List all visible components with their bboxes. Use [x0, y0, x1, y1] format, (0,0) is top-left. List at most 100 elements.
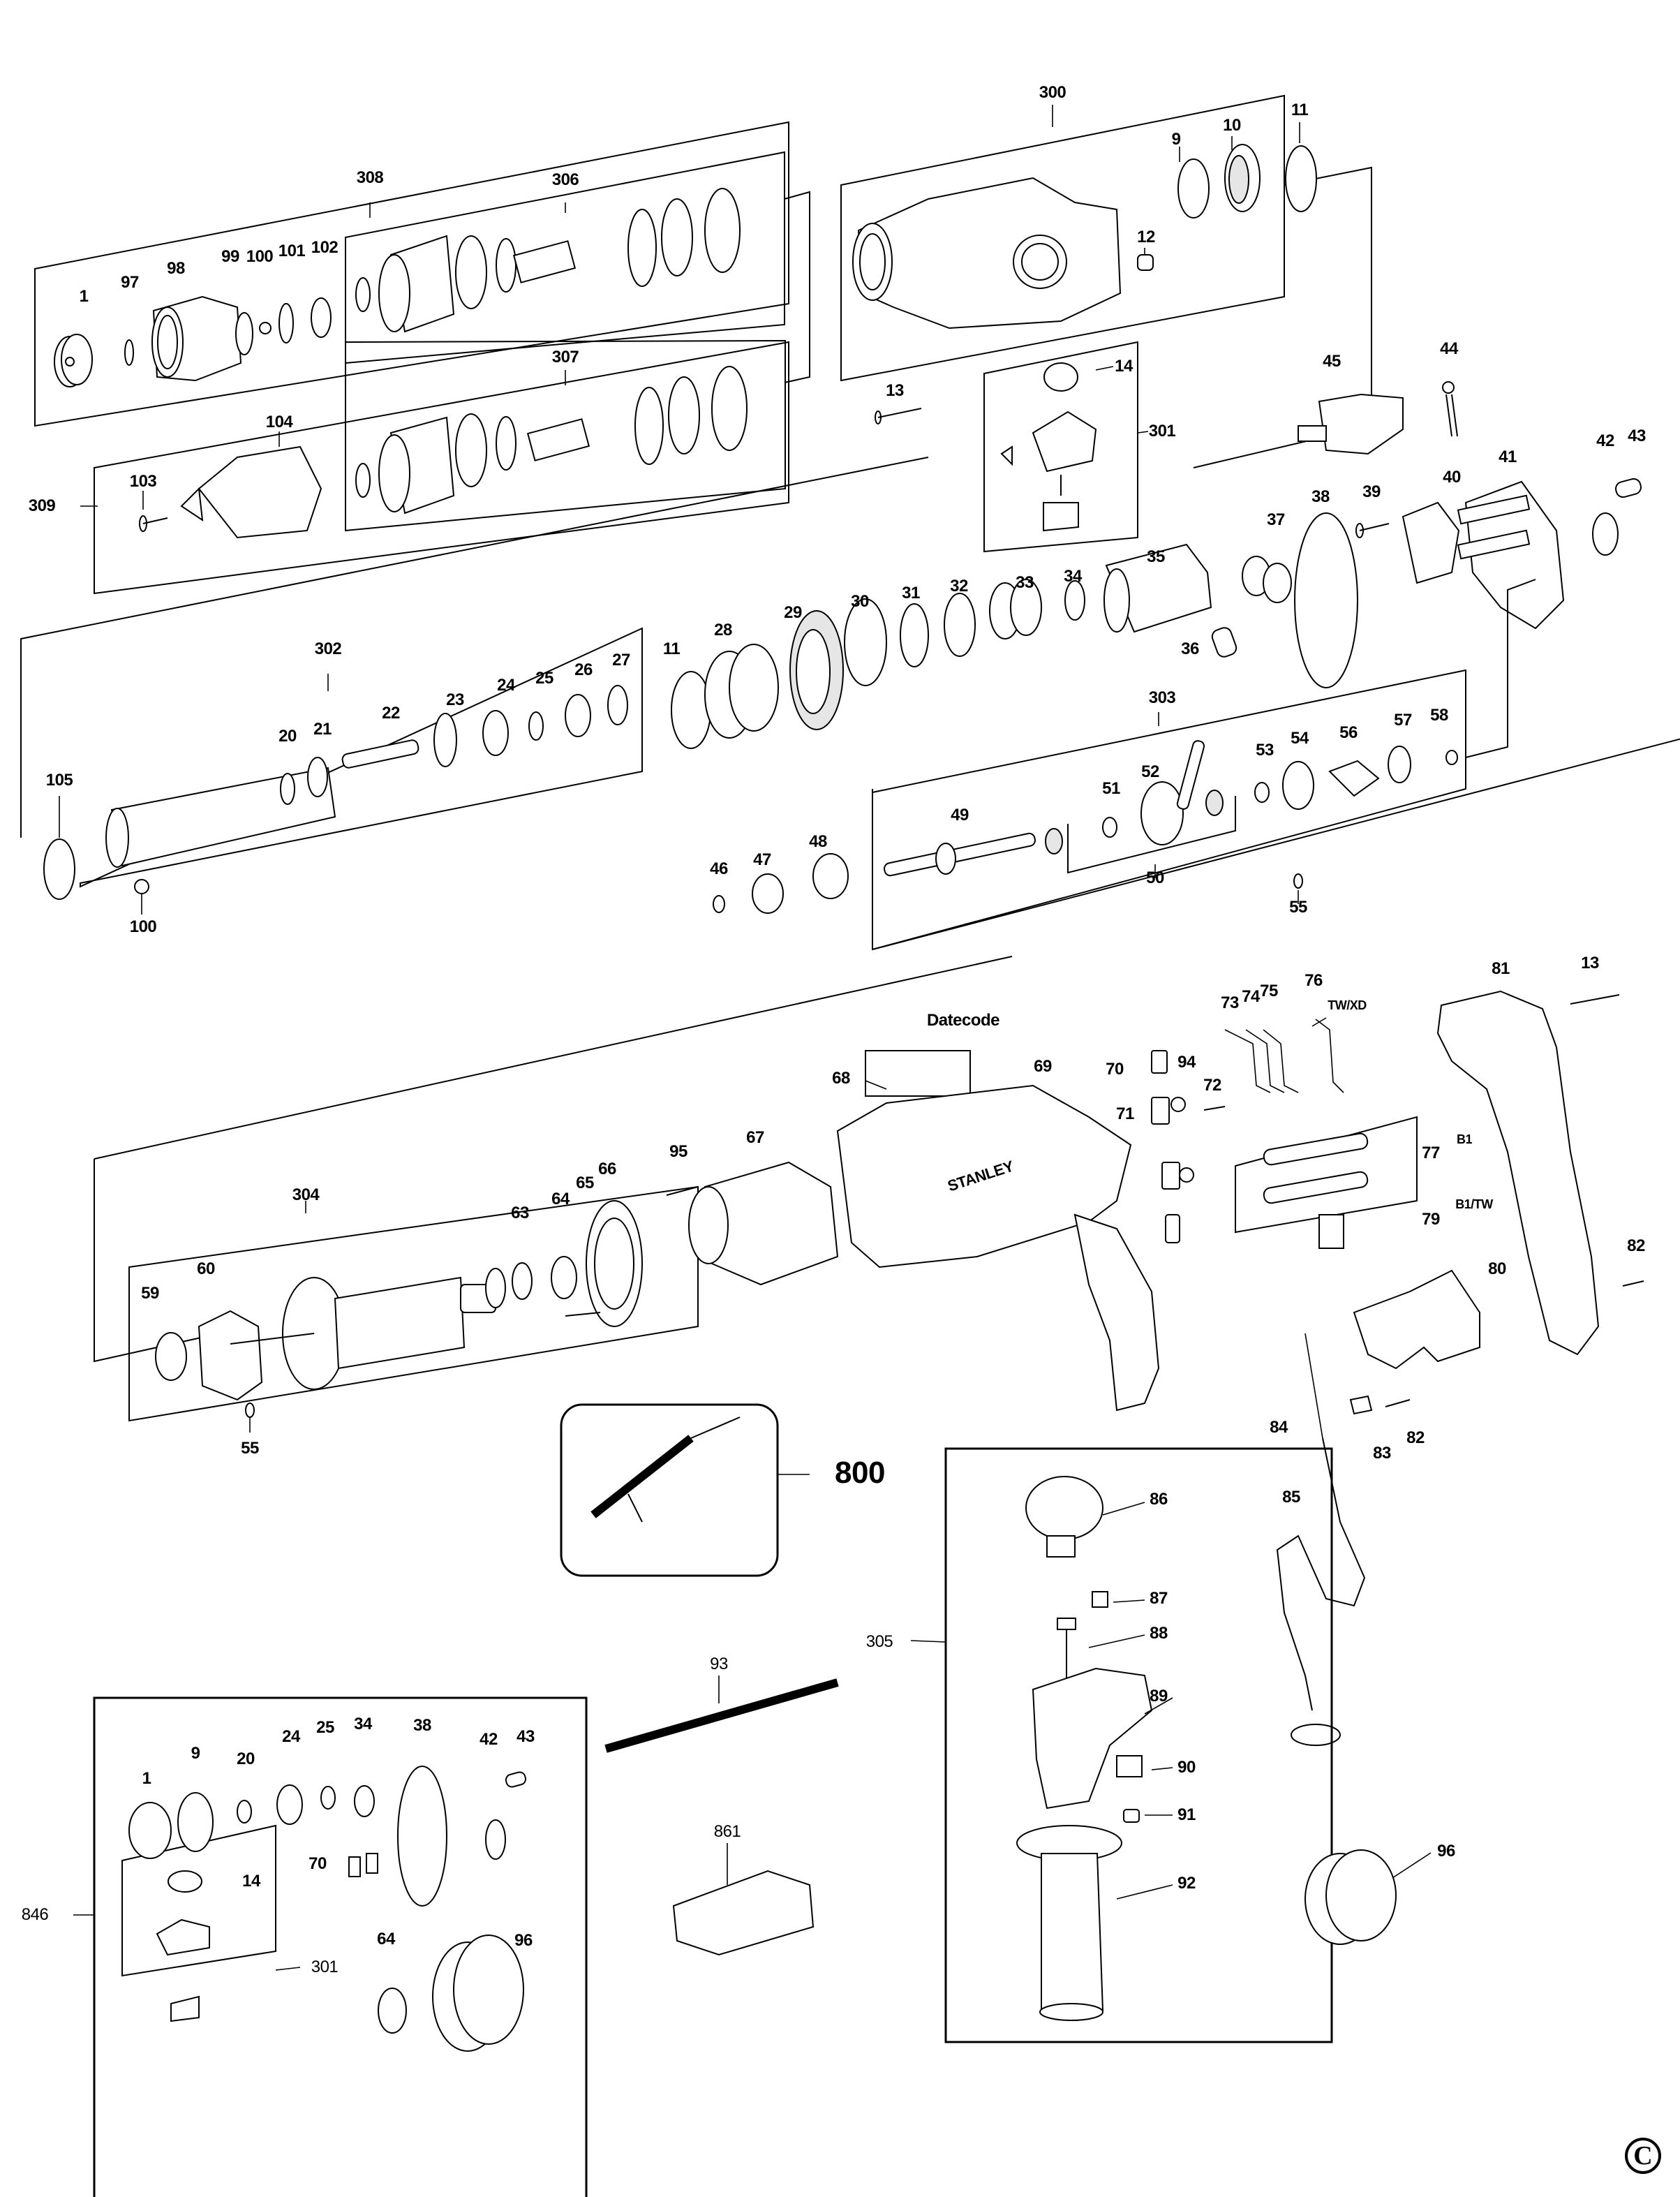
part-52-wobble — [1140, 740, 1205, 845]
part-21-bush — [307, 757, 328, 797]
callout-76: 76 — [1304, 971, 1323, 990]
ring-306a — [355, 277, 371, 312]
part-74-wire — [1245, 1029, 1285, 1093]
callout-75: 75 — [1260, 982, 1278, 1000]
part-54-bearing — [1282, 761, 1314, 810]
part-82a-screw — [1622, 1280, 1644, 1287]
callout-66: 66 — [598, 1160, 616, 1178]
callout-20: 20 — [278, 727, 297, 746]
part-84-cord-wires — [1304, 1333, 1323, 1439]
part-42-ring — [1592, 512, 1619, 556]
callout-104: 104 — [265, 413, 293, 431]
kit-callout-1: 1 — [142, 1769, 151, 1788]
part-57-bearing — [1388, 746, 1411, 783]
callout-52: 52 — [1141, 762, 1159, 781]
callout-89: 89 — [1150, 1687, 1168, 1706]
part-91-nut — [1123, 1809, 1140, 1823]
part-104-keyless-chuck — [180, 445, 322, 539]
part-55b-rivet — [245, 1403, 255, 1418]
part-1-nose-cap — [54, 334, 93, 387]
callout-82b: 82 — [1406, 1428, 1425, 1447]
callout-72: 72 — [1203, 1076, 1221, 1095]
part-69-motor-housing — [836, 1084, 1160, 1412]
part-89-head — [1032, 1667, 1153, 1810]
kit-callout-42: 42 — [480, 1730, 498, 1749]
callout-34: 34 — [1064, 567, 1082, 586]
part-97-ring — [124, 339, 134, 366]
callout-65: 65 — [576, 1174, 594, 1192]
kit-part-20 — [237, 1800, 252, 1824]
frame-309 — [94, 341, 789, 595]
part-24-ring — [482, 710, 509, 756]
kit-part-34 — [354, 1785, 375, 1817]
frame-303 — [872, 669, 1466, 951]
part-80-switch — [1353, 1269, 1480, 1370]
part-63-bearing — [512, 1262, 533, 1300]
part-53-washer — [1254, 782, 1270, 803]
callout-96a: 96 — [1437, 1842, 1455, 1861]
part-40-bearing-plate — [1402, 501, 1460, 584]
callout-30: 30 — [851, 592, 869, 611]
callout-302: 302 — [314, 639, 342, 658]
callout-90: 90 — [1177, 1758, 1196, 1777]
callout-13a: 13 — [886, 381, 904, 400]
frame-302-outer — [20, 457, 929, 838]
leader-lines — [59, 105, 1432, 1971]
part-65-screw — [565, 1312, 601, 1317]
copyright-icon: C — [1625, 2138, 1661, 2174]
callout-32: 32 — [950, 577, 968, 596]
part-861-carry-case — [672, 1870, 815, 1956]
callout-10: 10 — [1223, 116, 1241, 135]
callout-39: 39 — [1362, 482, 1381, 501]
kit-callout-38: 38 — [413, 1716, 431, 1735]
part-27-ring — [607, 685, 628, 725]
frame-50 — [1067, 796, 1236, 874]
part-38-gasket — [1294, 512, 1358, 688]
callout-63: 63 — [511, 1204, 529, 1222]
kit-part-24 — [276, 1784, 303, 1825]
part-23-guide — [433, 713, 457, 767]
part-13-pin — [875, 408, 922, 424]
callout-303: 303 — [1148, 688, 1176, 707]
callout-98: 98 — [167, 259, 185, 278]
part-68-label — [865, 1050, 971, 1097]
callout-69: 69 — [1034, 1057, 1052, 1076]
callout-48: 48 — [809, 832, 827, 851]
part-49-shaft — [884, 832, 1036, 877]
part-36-pin — [1211, 627, 1237, 658]
kit-part-14 — [168, 1870, 202, 1893]
part-96-dust-cup — [1304, 1849, 1397, 1945]
callout-100a: 100 — [246, 247, 274, 266]
part-50b-needle-bearing — [1205, 790, 1224, 816]
callout-38: 38 — [1311, 487, 1330, 506]
callout-49: 49 — [951, 806, 969, 824]
part-73-wire — [1224, 1029, 1271, 1093]
kit-part-9 — [177, 1792, 214, 1852]
part-67-field — [688, 1161, 839, 1286]
callout-55a: 55 — [1289, 898, 1307, 917]
part-64-bushing — [551, 1256, 577, 1299]
callout-70a: 70 — [1106, 1060, 1124, 1079]
callout-12: 12 — [1137, 228, 1155, 246]
part-56-plate — [1328, 760, 1380, 797]
callout-42: 42 — [1596, 431, 1614, 450]
part-82b-screw — [1385, 1399, 1411, 1407]
part-47-gear — [752, 873, 784, 914]
callout-80: 80 — [1488, 1259, 1506, 1278]
frame-kit-301 — [121, 1824, 276, 1977]
part-66-fan-baffle — [586, 1200, 643, 1327]
callout-304: 304 — [292, 1185, 320, 1204]
callout-21: 21 — [313, 720, 332, 739]
callout-50: 50 — [1146, 868, 1164, 887]
part-25-ring — [528, 711, 544, 741]
datecode-label: Datecode — [926, 1011, 1000, 1030]
part-10-needle-bearing — [1224, 144, 1261, 212]
kit-callout-96: 96 — [514, 1931, 533, 1950]
part-39-screw — [1355, 523, 1390, 538]
part-31-ring — [900, 603, 929, 667]
part-33-piston — [989, 579, 1042, 639]
callout-71: 71 — [1116, 1104, 1134, 1123]
label-b1-tw: B1/TW — [1455, 1197, 1493, 1211]
frame-306 — [345, 151, 785, 364]
